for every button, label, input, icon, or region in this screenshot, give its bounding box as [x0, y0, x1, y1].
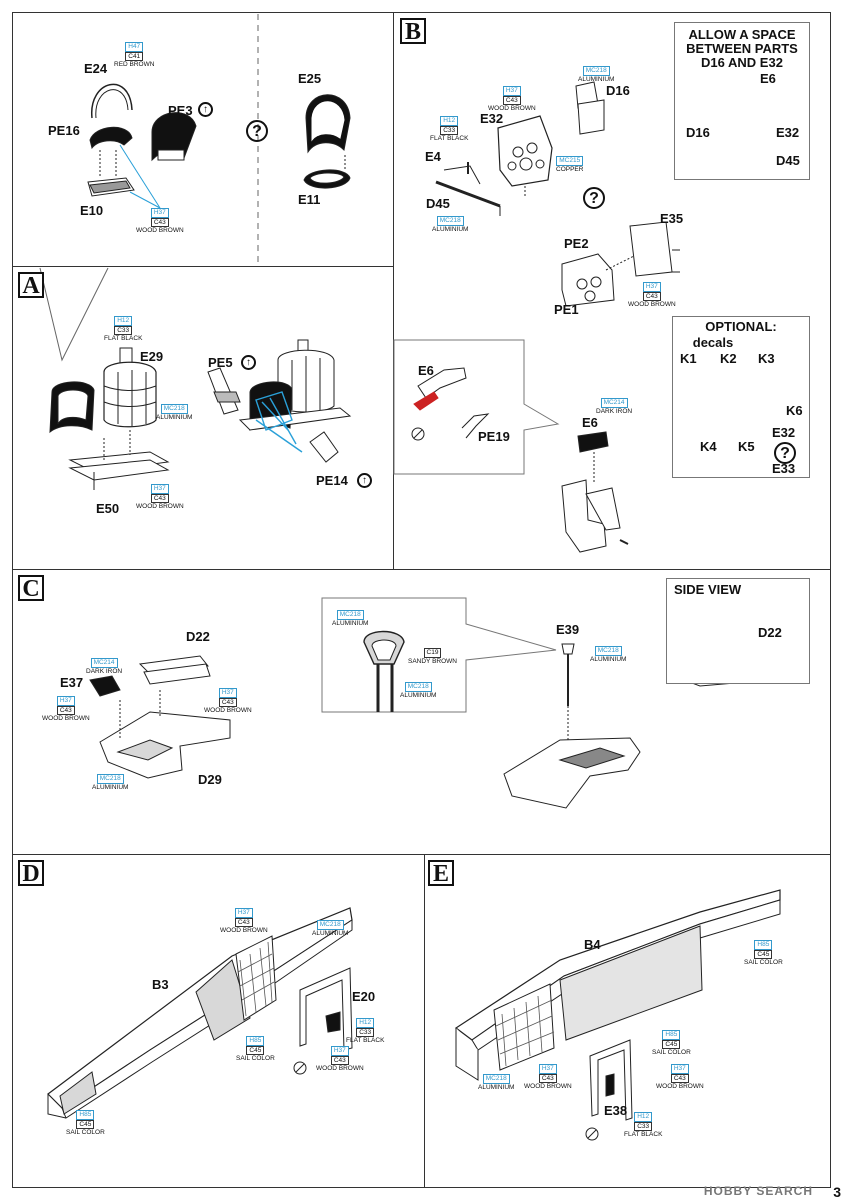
part-label-e50: E50 — [96, 501, 120, 516]
step-a-letter: A — [18, 272, 44, 298]
step-d-letter: D — [18, 860, 44, 886]
paint-callout: MC214 DARK IRON — [596, 398, 633, 415]
part-label-e38: E38 — [604, 1103, 628, 1118]
space-note-box — [674, 22, 810, 180]
part-label-pe5: PE5 — [208, 355, 233, 370]
paint-callout: MC215 COPPER — [556, 156, 584, 173]
paint-callout: H85 C45 SAIL COLOR — [652, 1030, 691, 1056]
part-label-d16: D16 — [606, 83, 630, 98]
arrow-up-icon: ↑ — [357, 473, 372, 488]
step-e-letter: E — [428, 860, 454, 886]
paint-callout: H37 C43 WOOD BROWN — [628, 282, 676, 308]
optional-question-icon: ? — [246, 120, 268, 142]
part-label-e32: E32 — [776, 125, 800, 140]
decal-label-k6: K6 — [786, 403, 803, 418]
paint-callout: MC218 ALUMINIUM — [332, 610, 369, 627]
paint-callout: H37 C43 WOOD BROWN — [136, 484, 184, 510]
paint-callout: H37 C43 WOOD BROWN — [136, 208, 184, 234]
paint-callout: MC218 ALUMINIUM — [590, 646, 627, 663]
watermark-brand: HOBBY SEARCH — [703, 1184, 813, 1198]
paint-callout: MC214 DARK IRON — [86, 658, 123, 675]
part-label-pe19: PE19 — [478, 429, 510, 444]
paint-callout: H12 C33 FLAT BLACK — [104, 316, 143, 342]
part-label-e10: E10 — [80, 203, 104, 218]
arrow-up-icon: ↑ — [198, 102, 213, 117]
part-label-e35: E35 — [660, 211, 684, 226]
side-view-title: SIDE VIEW — [674, 582, 742, 597]
decal-label-k5: K5 — [738, 439, 755, 454]
part-label-d22-side: D22 — [758, 625, 782, 640]
paint-callout: H37 C43 WOOD BROWN — [316, 1046, 364, 1072]
paint-callout: H12 C33 FLAT BLACK — [346, 1018, 385, 1044]
paint-callout: H12 C33 FLAT BLACK — [430, 116, 469, 142]
paint-callout: MC218 ALUMINIUM — [92, 774, 129, 791]
side-view-box — [666, 578, 810, 684]
part-label-pe3: PE3 — [168, 103, 193, 118]
part-label-e11: E11 — [298, 192, 321, 207]
paint-callout: C19 SANDY BROWN — [408, 648, 457, 665]
part-label-e25: E25 — [298, 71, 322, 86]
arrow-up-icon: ↑ — [241, 355, 256, 370]
paint-callout: H85 C45 SAIL COLOR — [744, 940, 783, 966]
step-b-letter: B — [400, 18, 426, 44]
part-label-e4: E4 — [425, 149, 441, 164]
paint-callout: MC218 ALUMINIUM — [400, 682, 437, 699]
space-note-title-3: D16 AND E32 — [701, 55, 783, 70]
paint-callout: H37 C43 WOOD BROWN — [220, 908, 268, 934]
optional-subtitle: decals — [692, 335, 734, 350]
part-label-e6: E6 — [582, 415, 598, 430]
part-label-d45: D45 — [776, 153, 800, 168]
part-label-b3: B3 — [152, 977, 169, 992]
paint-callout: H37 C43 WOOD BROWN — [204, 688, 252, 714]
paint-callout: MC218 ALUMINIUM — [578, 66, 615, 83]
paint-callout: MC218 ALUMINIUM — [478, 1074, 515, 1091]
optional-title: OPTIONAL: — [705, 319, 777, 334]
part-label-e29: E29 — [140, 349, 164, 364]
part-label-e32: E32 — [480, 111, 504, 126]
part-label-e32: E32 — [772, 425, 796, 440]
part-label-pe16: PE16 — [48, 123, 80, 138]
paint-callout: H37 C43 WOOD BROWN — [42, 696, 90, 722]
step-c-letter: C — [18, 575, 44, 601]
part-label-d16: D16 — [686, 125, 710, 140]
part-label-e6-zoom: E6 — [418, 363, 434, 378]
decal-label-k4: K4 — [700, 439, 717, 454]
paint-callout: MC218 ALUMINIUM — [432, 216, 469, 233]
decal-label-k2: K2 — [720, 351, 737, 366]
part-label-e33: E33 — [772, 461, 796, 476]
space-note-title-2: BETWEEN PARTS — [686, 41, 798, 56]
paint-callout: H12 C33 FLAT BLACK — [624, 1112, 663, 1138]
paint-callout: H37 C43 WOOD BROWN — [524, 1064, 572, 1090]
optional-question-icon: ? — [583, 187, 605, 209]
part-label-pe2: PE2 — [564, 236, 589, 251]
part-label-e24: E24 — [84, 61, 108, 76]
decal-label-k1: K1 — [680, 351, 697, 366]
paint-callout: H37 C43 WOOD BROWN — [656, 1064, 704, 1090]
part-label-d22: D22 — [186, 629, 210, 644]
paint-callout: MC218 ALUMINIUM — [312, 920, 349, 937]
optional-question-icon: ? — [774, 442, 796, 464]
space-note-title-1: ALLOW A SPACE — [688, 27, 796, 42]
page-number: 3 — [833, 1184, 841, 1200]
part-label-e6: E6 — [760, 71, 776, 86]
part-label-d45: D45 — [426, 196, 450, 211]
part-label-b4: B4 — [584, 937, 601, 952]
decal-label-k3: K3 — [758, 351, 775, 366]
paint-callout: H47 C41 RED BROWN — [114, 42, 155, 68]
part-label-pe1: PE1 — [554, 302, 579, 317]
paint-callout: H85 C45 SAIL COLOR — [66, 1110, 105, 1136]
part-label-e20: E20 — [352, 989, 376, 1004]
part-label-e39: E39 — [556, 622, 580, 637]
part-label-e37: E37 — [60, 675, 84, 690]
paint-callout: H85 C45 SAIL COLOR — [236, 1036, 275, 1062]
paint-callout: MC218 ALUMINIUM — [156, 404, 193, 421]
part-label-pe14: PE14 — [316, 473, 348, 488]
part-label-d29: D29 — [198, 772, 222, 787]
paint-callout: H37 C43 WOOD BROWN — [488, 86, 536, 112]
